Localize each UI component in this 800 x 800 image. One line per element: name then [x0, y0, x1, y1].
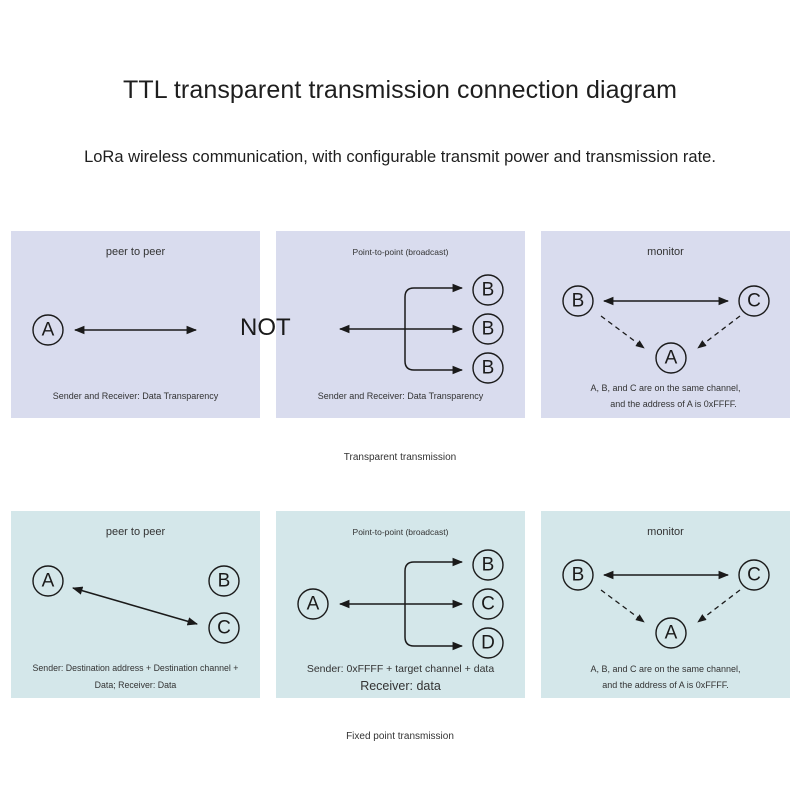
node-b: B: [562, 559, 594, 591]
page-subtitle: LoRa wireless communication, with config…: [84, 148, 716, 166]
node-b-middle: B: [472, 313, 504, 345]
node-label: B: [572, 565, 585, 586]
node-b-top: B: [472, 274, 504, 306]
node-label: C: [747, 291, 761, 312]
branch-arrow-bottom: [404, 329, 464, 375]
panel-title: Point-to-point (broadcast): [352, 527, 449, 537]
node-label: B: [482, 555, 495, 576]
branch-arrow-top: [404, 557, 464, 604]
node-label: A: [665, 623, 678, 644]
panel-caption-line-2: and the address of A is 0xFFFF.: [610, 399, 737, 409]
panel-caption-line-1: A, B, and C are on the same channel,: [590, 664, 741, 674]
node-label: B: [482, 280, 495, 301]
node-d: D: [472, 627, 504, 659]
panel-title: peer to peer: [105, 526, 166, 538]
node-label: A: [665, 348, 678, 369]
panel-title: monitor: [647, 246, 684, 258]
node-label: B: [218, 571, 231, 592]
node-a: A: [655, 617, 687, 649]
transparent-monitor-panel: monitor B C A A, B, and C are on the sam…: [541, 231, 790, 418]
node-label: B: [572, 291, 585, 312]
node-label: C: [747, 565, 761, 586]
node-c: C: [472, 588, 504, 620]
node-label: C: [481, 594, 495, 615]
panel-title: monitor: [647, 526, 684, 538]
node-label: A: [42, 320, 55, 341]
branch-arrow-bottom: [404, 604, 464, 651]
panel-caption-line-1: A, B, and C are on the same channel,: [590, 383, 741, 393]
transparent-peer-to-peer-panel: peer to peer A Sender and Receiver: Data…: [11, 231, 260, 418]
panel-caption-line-2: and the address of A is 0xFFFF.: [602, 680, 729, 690]
peer-to-peer-diagram: A B C: [32, 565, 240, 644]
page-title: TTL transparent transmission connection …: [122, 76, 678, 104]
node-label: A: [307, 594, 320, 615]
node-a: A: [655, 342, 687, 374]
panel-caption: Sender and Receiver: Data Transparency: [52, 391, 219, 401]
node-a: A: [32, 565, 64, 597]
node-label: B: [482, 358, 495, 379]
node-b: B: [472, 549, 504, 581]
dashed-arrow-b-to-a: [600, 589, 645, 623]
node-a: A: [297, 588, 329, 620]
node-label: A: [42, 571, 55, 592]
node-label: C: [217, 618, 231, 639]
dashed-arrow-c-to-a: [697, 589, 741, 623]
node-label: D: [481, 633, 495, 654]
panel-caption: Sender and Receiver: Data Transparency: [317, 391, 484, 401]
panel-title: Point-to-point (broadcast): [352, 247, 449, 257]
panel-caption-line-1: Sender: Destination address + Destinatio…: [32, 663, 239, 673]
node-b: B: [562, 285, 594, 317]
panel-caption-line-2: Data; Receiver: Data: [94, 680, 177, 690]
node-b-bottom: B: [472, 352, 504, 384]
fixed-broadcast-panel: Point-to-point (broadcast) A B C D Sende…: [276, 511, 525, 698]
node-c: C: [208, 612, 240, 644]
section-label-transparent: Transparent transmission: [343, 452, 457, 463]
node-label: B: [482, 319, 495, 340]
bidirectional-arrow-a-c: [71, 586, 199, 626]
section-label-fixed: Fixed point transmission: [346, 731, 454, 742]
panel-caption-line-1: Sender: 0xFFFF + target channel + data: [306, 663, 495, 675]
monitor-diagram: B C A: [562, 559, 770, 649]
monitor-diagram: B C A: [562, 285, 770, 374]
dashed-arrow-c-to-a: [697, 315, 741, 349]
overlay-text: NOT: [240, 314, 291, 341]
node-c: C: [738, 285, 770, 317]
fixed-peer-to-peer-panel: peer to peer A B C Sender: Destination a…: [11, 511, 260, 698]
panel-caption-line-2: Receiver: data: [360, 679, 441, 693]
node-a: A: [32, 314, 64, 346]
branch-arrow-top: [404, 283, 464, 329]
broadcast-diagram: A B C D: [297, 549, 504, 659]
peer-to-peer-diagram: A: [32, 314, 198, 346]
dashed-arrow-b-to-a: [600, 315, 645, 349]
panel-title: peer to peer: [105, 246, 166, 258]
broadcast-diagram: B B B: [338, 274, 504, 384]
fixed-monitor-panel: monitor B C A A, B, and C are on the sam…: [541, 511, 790, 698]
transparent-broadcast-panel: Point-to-point (broadcast) B B B Sender …: [276, 231, 525, 418]
node-c: C: [738, 559, 770, 591]
node-b: B: [208, 565, 240, 597]
